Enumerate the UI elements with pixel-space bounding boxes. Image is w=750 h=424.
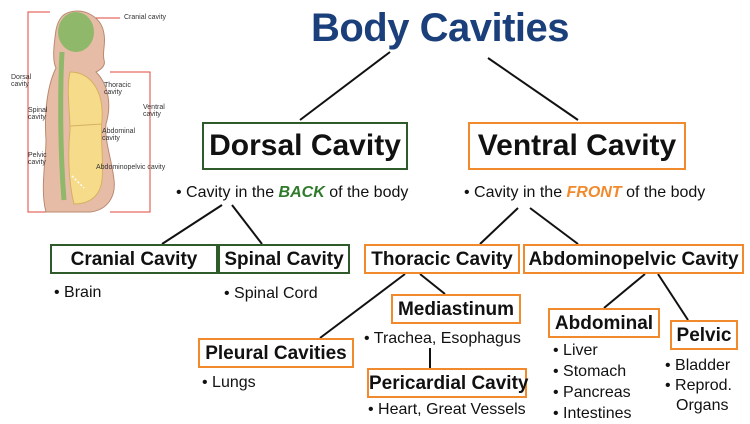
dorsal-cavity-box: Dorsal Cavity: [202, 122, 408, 170]
abdominal-items: • Liver • Stomach • Pancreas • Intestine…: [553, 340, 632, 424]
thoracic-cavity-box: Thoracic Cavity: [364, 244, 520, 274]
line-title-ventral: [487, 57, 579, 121]
ventral-bracket: [110, 71, 151, 213]
ventral-desc-emphasis: FRONT: [566, 184, 622, 201]
line-title-dorsal: [299, 51, 391, 121]
figure-label-abdominopelvic: Abdominopelvic cavity: [96, 164, 166, 171]
line-ventral-abdominopelvic: [529, 207, 579, 245]
line-thoracic-mediastinum: [419, 273, 446, 295]
ventral-desc-suffix: of the body: [621, 184, 706, 201]
line-dorsal-spinal: [231, 204, 263, 245]
dorsal-desc-suffix: of the body: [324, 184, 409, 201]
figure-label-abdominal: Abdominal cavity: [102, 128, 136, 142]
pericardial-item: • Heart, Great Vessels: [368, 401, 526, 418]
pelvic-item-bladder: • Bladder: [665, 357, 731, 374]
line-abdominopelvic-abdominal: [603, 273, 646, 309]
abdominopelvic-cavity-box: Abdominopelvic Cavity: [523, 244, 744, 274]
line-dorsal-cranial: [161, 204, 223, 245]
figure-label-pelvic: Pelvic cavity: [28, 152, 47, 166]
pericardial-cavity-box: Pericardial Cavity: [367, 368, 528, 398]
abdominal-item-intestines: • Intestines: [553, 405, 632, 422]
ventral-description: • Cavity in the FRONT of the body: [464, 184, 705, 202]
pelvic-items: • Bladder • Reprod. Organs: [665, 356, 732, 416]
spinal-item: • Spinal Cord: [224, 285, 318, 302]
pelvic-item-reprod: • Reprod.: [665, 377, 732, 394]
ventral-region: [67, 71, 104, 205]
figure-label-cranial: Cranial cavity: [124, 14, 167, 21]
pleural-item: • Lungs: [202, 374, 256, 391]
dorsal-desc-emphasis: BACK: [278, 184, 325, 201]
dorsal-desc-prefix: • Cavity in the: [176, 184, 279, 201]
spinal-region: [58, 51, 67, 201]
cranial-region: [58, 12, 94, 52]
abdominal-item-stomach: • Stomach: [553, 363, 627, 380]
dorsal-bracket: [27, 11, 50, 213]
line-thoracic-pleural: [319, 273, 406, 339]
cranial-cavity-box: Cranial Cavity: [50, 244, 218, 274]
mediastinum-item: • Trachea, Esophagus: [364, 330, 521, 347]
figure-label-dorsal: Dorsal cavity: [11, 74, 32, 88]
line-abdominopelvic-pelvic: [657, 273, 689, 321]
page-title: Body Cavities: [310, 6, 570, 50]
dorsal-description: • Cavity in the BACK of the body: [176, 184, 408, 202]
abdominal-box: Abdominal: [548, 308, 660, 338]
figure-label-thoracic: Thoracic cavity: [104, 82, 131, 96]
pelvic-item-organs: Organs: [676, 397, 729, 414]
figure-label-ventral: Ventral cavity: [143, 104, 165, 118]
ventral-desc-prefix: • Cavity in the: [464, 184, 567, 201]
pelvic-box: Pelvic: [670, 320, 738, 350]
abdominal-item-pancreas: • Pancreas: [553, 384, 631, 401]
spinal-cavity-box: Spinal Cavity: [218, 244, 350, 274]
cranial-item: • Brain: [54, 284, 102, 301]
line-ventral-thoracic: [479, 207, 519, 245]
ventral-cavity-box: Ventral Cavity: [468, 122, 686, 170]
mediastinum-box: Mediastinum: [391, 294, 521, 324]
figure-label-spinal: Spinal cavity: [28, 107, 48, 121]
pleural-cavities-box: Pleural Cavities: [198, 338, 354, 368]
abdominal-item-liver: • Liver: [553, 342, 598, 359]
